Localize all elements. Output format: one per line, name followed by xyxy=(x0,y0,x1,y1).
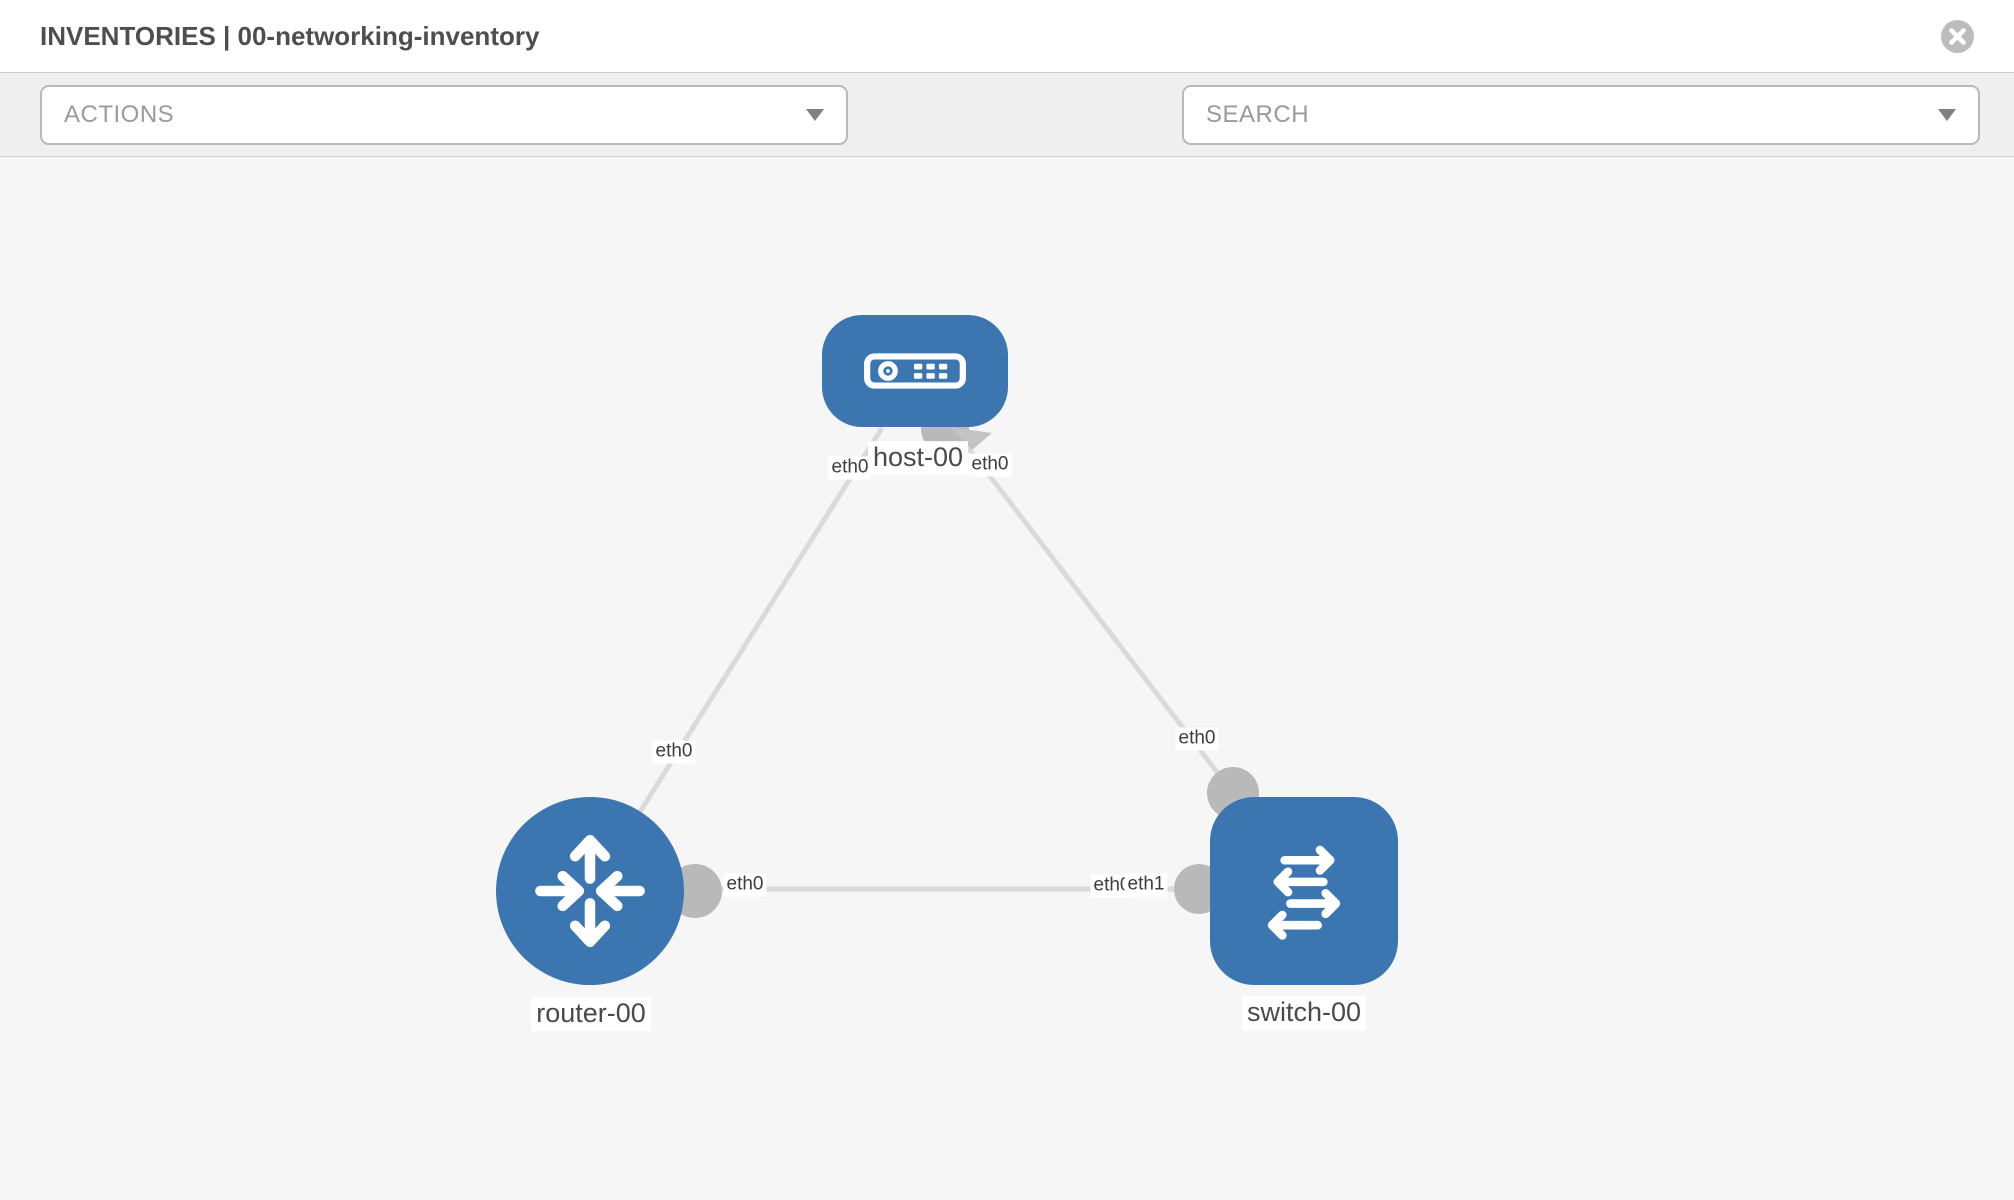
host-icon xyxy=(864,353,966,389)
switch-icon xyxy=(1267,845,1341,940)
node-label-switch[interactable]: switch-00 xyxy=(1241,996,1367,1030)
topology-canvas[interactable]: host-00 router-00 switch-00 eth0 eth0 et… xyxy=(0,157,2014,1200)
node-host-00[interactable] xyxy=(822,315,1008,427)
topology-links xyxy=(587,426,1235,893)
page-title: INVENTORIES | 00-networking-inventory xyxy=(40,20,540,51)
interface-label-host-eth0-left: eth0 xyxy=(828,456,872,480)
node-switch-00[interactable] xyxy=(1210,797,1398,985)
actions-dropdown[interactable]: ACTIONS xyxy=(40,85,848,145)
node-label-host[interactable]: host-00 xyxy=(867,441,969,475)
close-button[interactable] xyxy=(1941,20,1974,53)
chevron-down-icon xyxy=(806,109,824,121)
close-icon xyxy=(1941,20,1974,53)
interface-label-switch-eth1-link: eth1 xyxy=(1124,873,1168,897)
interface-dots xyxy=(668,405,1259,918)
search-input[interactable] xyxy=(1206,101,1938,129)
link-arrowhead xyxy=(950,427,992,450)
header: INVENTORIES | 00-networking-inventory xyxy=(0,0,2014,72)
search-box[interactable] xyxy=(1182,85,1980,145)
interface-label-host-eth0-right: eth0 xyxy=(968,453,1012,477)
node-router-00[interactable] xyxy=(496,797,684,985)
interface-label-switch-eth0-top: eth0 xyxy=(1175,727,1219,751)
interface-label-router-eth0-top: eth0 xyxy=(652,740,696,764)
chevron-down-icon xyxy=(1938,109,1956,121)
interface-label-switch-occluded: eth0 xyxy=(1090,874,1134,898)
toolbar: ACTIONS xyxy=(0,72,2014,206)
router-icon xyxy=(535,834,645,948)
topology-links-layer xyxy=(587,405,1259,918)
interface-label-router-eth0-link: eth0 xyxy=(723,873,767,897)
actions-dropdown-label: ACTIONS xyxy=(64,101,175,128)
node-label-router[interactable]: router-00 xyxy=(531,997,651,1031)
